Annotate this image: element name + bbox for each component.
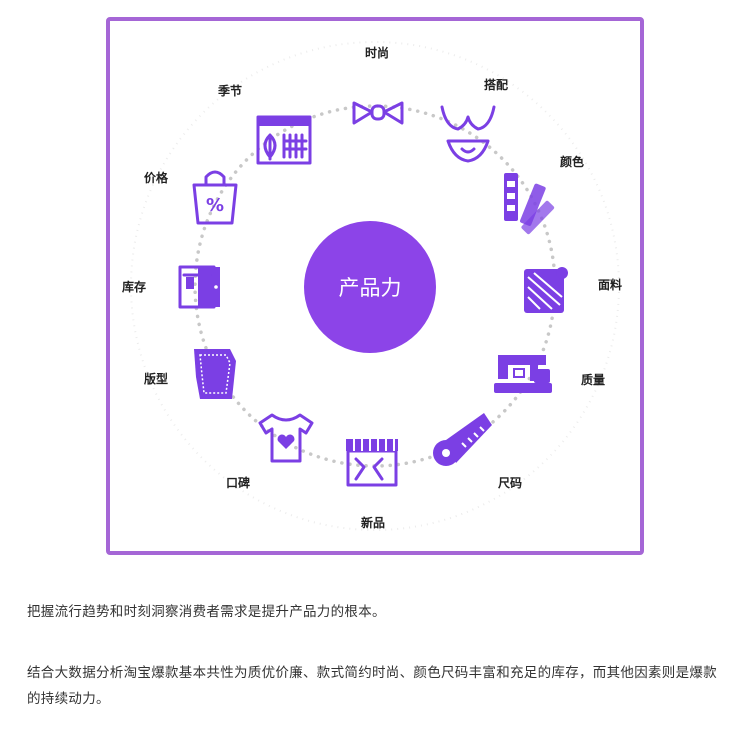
label-reputation: 口碑 (226, 475, 250, 490)
paragraph-detail: 结合大数据分析淘宝爆款基本共性为质优价廉、款式简约时尚、颜色尺码丰富和充足的库存… (27, 665, 717, 707)
tape-measure-icon (433, 413, 492, 466)
sewing-machine-icon (494, 355, 552, 393)
heart-tshirt-icon (258, 413, 314, 463)
discount-bag-icon: % (192, 170, 238, 225)
wardrobe-icon (178, 265, 220, 309)
label-season: 季节 (217, 83, 242, 98)
center-label: 产品力 (339, 276, 402, 300)
diagram-frame: 产品力 时尚 搭配 颜色 面料 质量 尺码 新品 口碑 版型 库存 价格 季节 (106, 17, 644, 555)
center-circle (304, 221, 436, 353)
label-quality: 质量 (581, 372, 605, 387)
calendar-leaf-icon (256, 115, 312, 165)
product-power-diagram: 产品力 时尚 搭配 颜色 面料 质量 尺码 新品 口碑 版型 库存 价格 季节 (122, 41, 622, 531)
label-inventory: 库存 (122, 279, 146, 294)
label-new-products: 新品 (361, 515, 385, 530)
bow-tie-icon (352, 101, 404, 125)
color-swatch-icon (504, 173, 555, 235)
outer-dotted-ring (130, 41, 620, 531)
lingerie-icon (440, 105, 496, 163)
fabric-roll-icon (524, 267, 568, 313)
pattern-piece-icon (194, 349, 236, 399)
label-matching: 搭配 (484, 77, 508, 92)
label-fit: 版型 (144, 371, 168, 386)
storefront-icon (346, 439, 398, 487)
svg-text:%: % (206, 195, 224, 216)
label-fabric: 面料 (598, 277, 622, 292)
label-size: 尺码 (498, 476, 522, 490)
label-price: 价格 (144, 170, 169, 185)
paragraph-intro: 把握流行趋势和时刻洞察消费者需求是提升产品力的根本。 (27, 604, 386, 620)
label-fashion: 时尚 (365, 45, 389, 60)
label-color: 颜色 (560, 154, 584, 169)
